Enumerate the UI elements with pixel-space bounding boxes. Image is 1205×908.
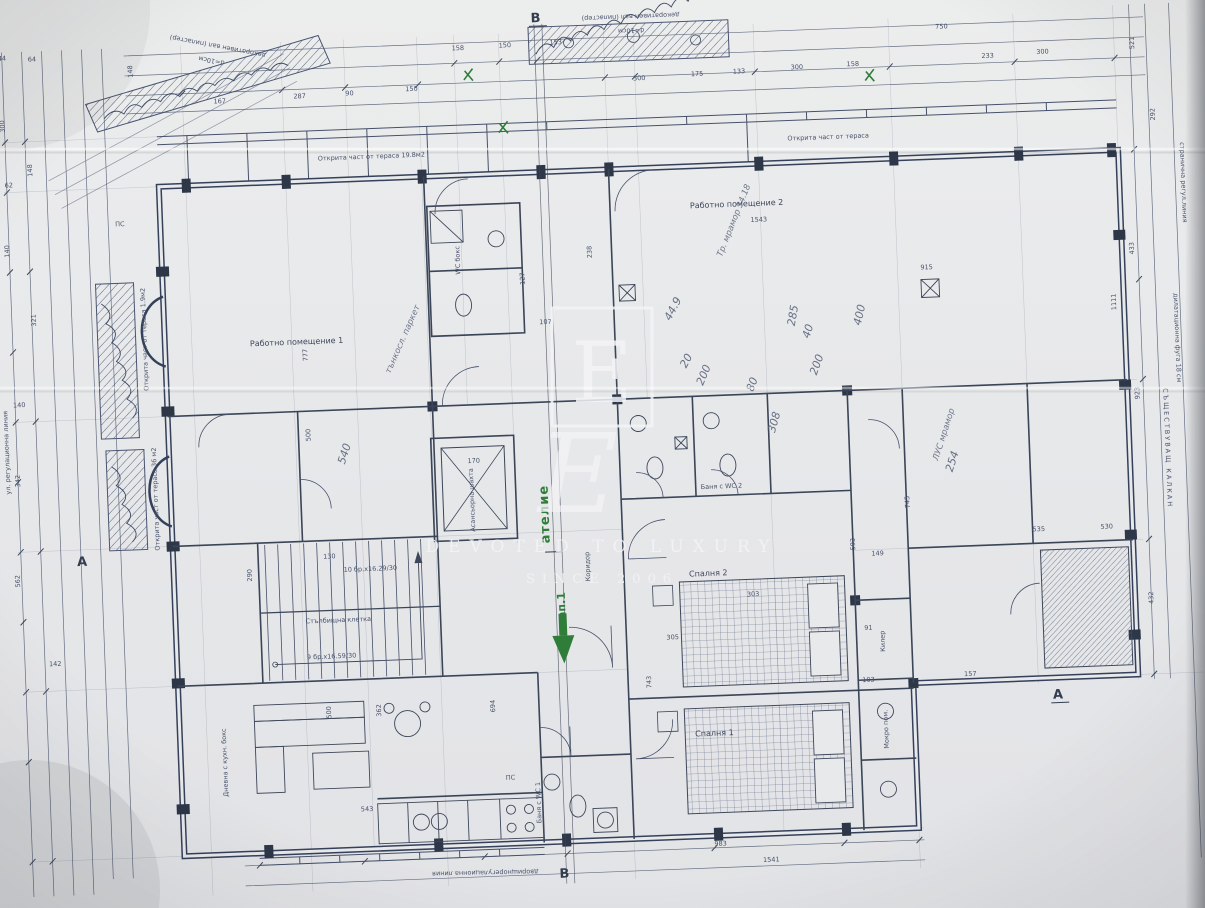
floor-plan-drawing: Работно помещение 1 Работно помещение 2 …	[0, 0, 1205, 908]
photo-artifacts	[0, 0, 1205, 908]
floor-plan-photo: Работно помещение 1 Работно помещение 2 …	[0, 0, 1205, 908]
